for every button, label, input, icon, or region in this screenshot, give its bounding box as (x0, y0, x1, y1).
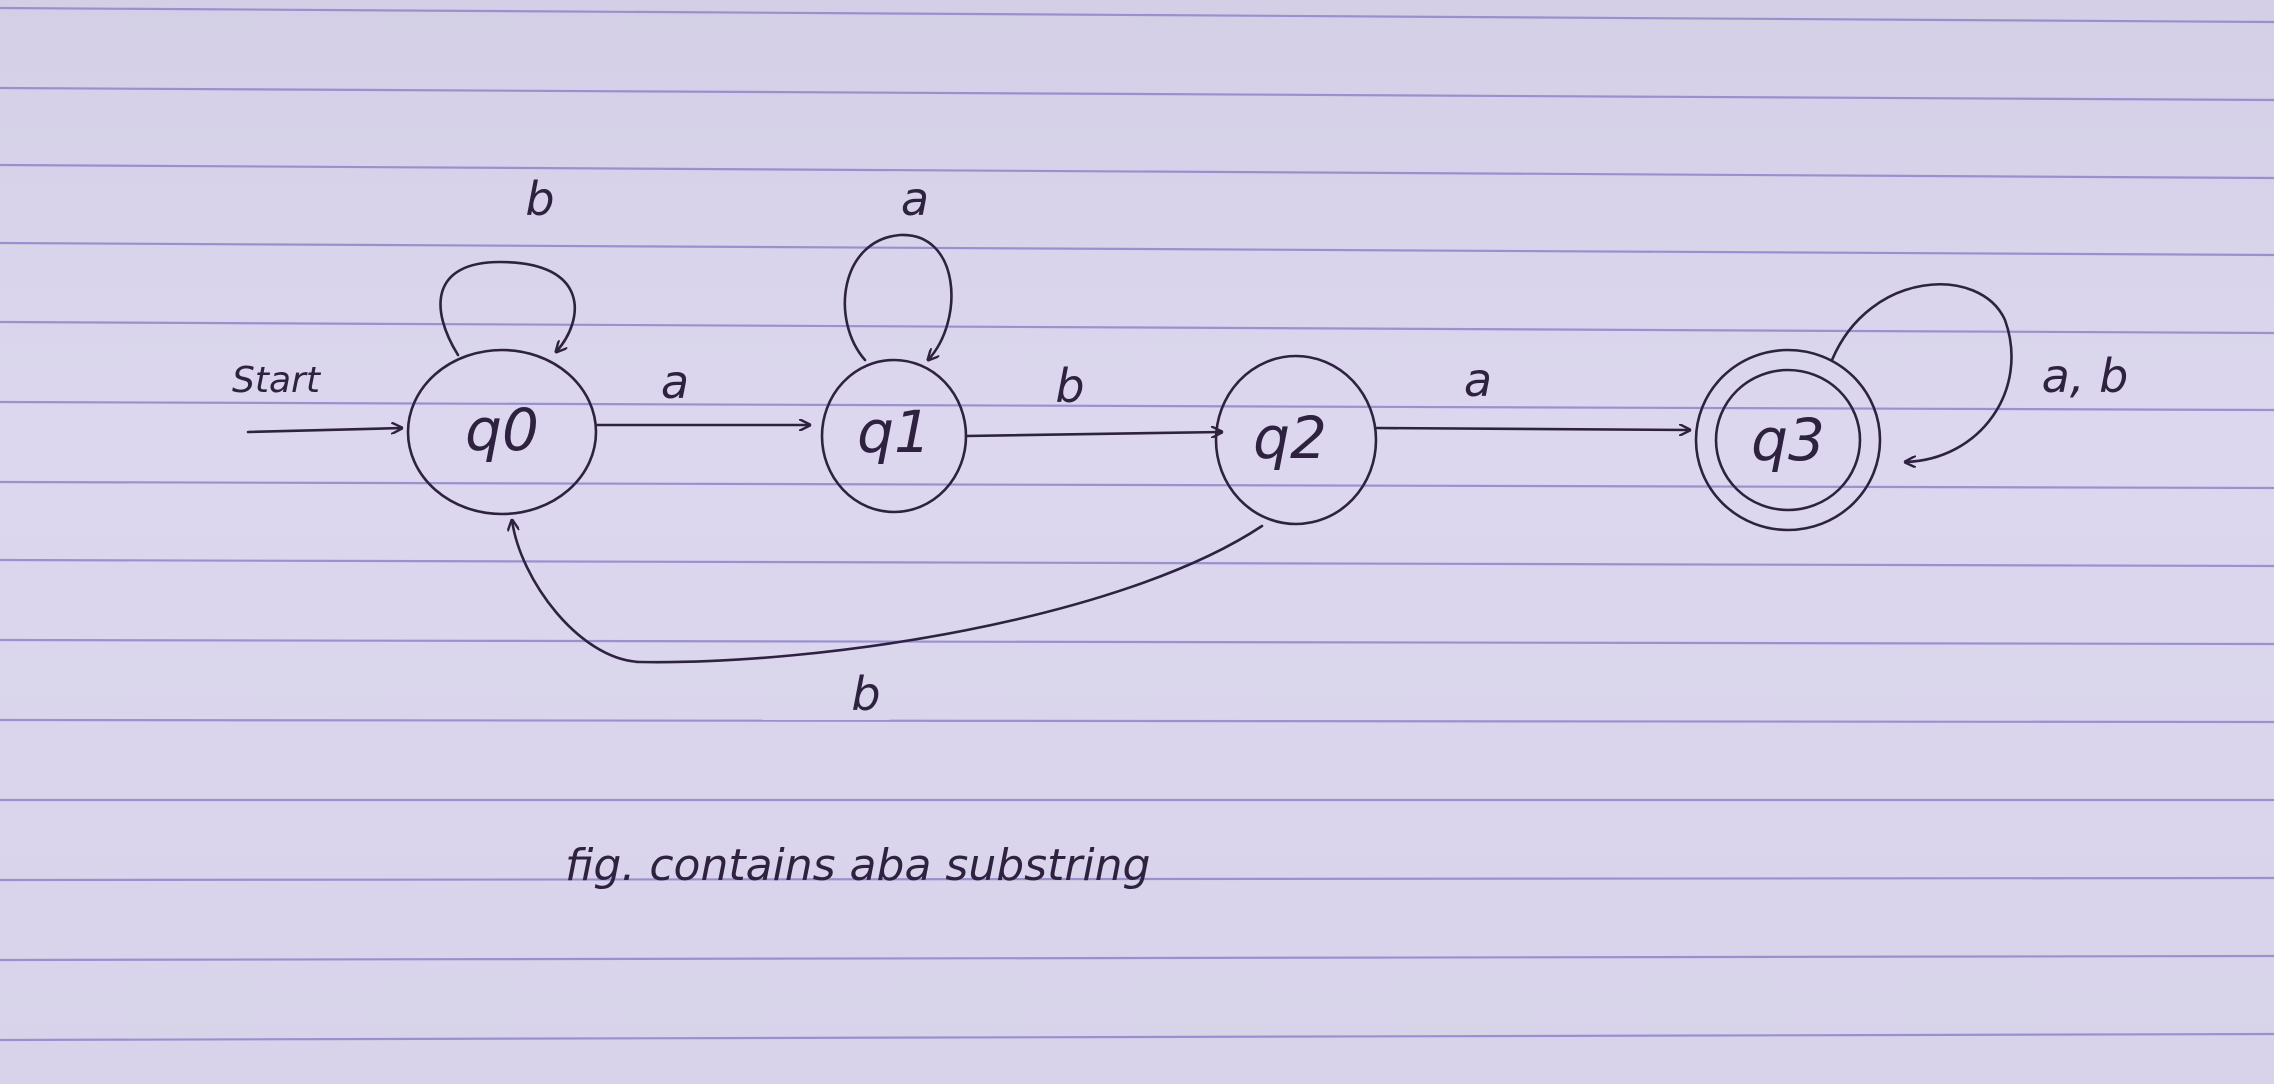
state-q3-inner-circle (1714, 368, 1862, 512)
edge-q2-q0-label: b (851, 667, 880, 721)
state-q2-circle (1214, 354, 1378, 526)
edge-q1-q2-label: b (1055, 359, 1084, 413)
state-q2: q2 (1214, 354, 1378, 526)
self-loop-q0 (439, 260, 576, 357)
state-q1-label: q1 (857, 398, 931, 466)
self-loop-q1-label: a (901, 172, 929, 226)
start-label: Start (232, 360, 322, 401)
state-q0-label: q0 (465, 396, 539, 464)
state-q0: q0 (406, 348, 598, 516)
state-q0-circle (406, 348, 598, 516)
edge-q2-q3-label: a (1464, 353, 1492, 407)
start-arrow (246, 428, 404, 432)
edge-q2-q0 (512, 520, 1264, 664)
state-q1: q1 (820, 358, 968, 514)
edge-q2-q3 (1374, 428, 1692, 430)
self-loop-q0-label: b (525, 172, 554, 226)
self-loop-q1 (843, 233, 953, 360)
state-q3: q3 (1694, 348, 1882, 532)
self-loop-q3-label: a, b (2042, 349, 2129, 403)
edge-q0-q1-label: a (661, 355, 689, 409)
self-loop-q3 (1830, 283, 2013, 462)
caption: fig. contains aba substring (565, 840, 1150, 891)
state-q3-label: q3 (1751, 406, 1825, 474)
ruled-lines (0, 6, 2274, 1042)
edge-q1-q2 (964, 432, 1224, 436)
state-q3-outer-circle (1694, 348, 1882, 532)
state-q2-label: q2 (1253, 404, 1327, 472)
